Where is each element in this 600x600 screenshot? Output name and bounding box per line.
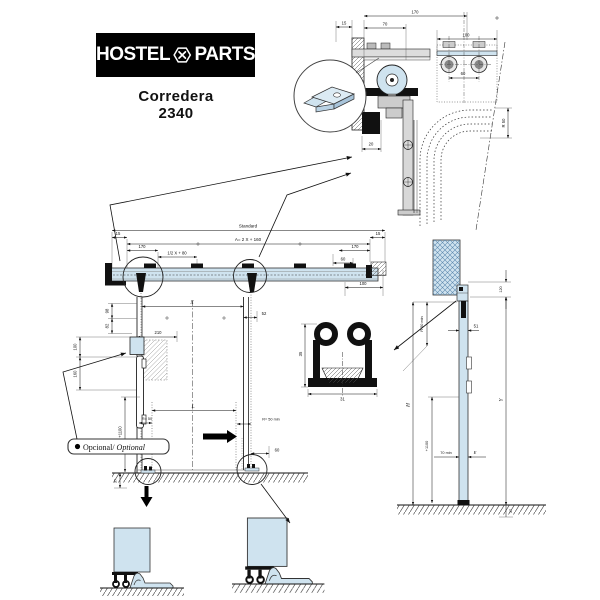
dim-100-lock: 100: [73, 343, 78, 351]
dim-60-elev: 60: [275, 448, 280, 453]
door-elevation: X 52 98 82 210: [67, 292, 308, 507]
dim-r50min-elev: R= 50 min: [262, 418, 279, 422]
dim-31-profile: 31: [340, 397, 345, 402]
dim-37-elev: 37: [114, 479, 118, 483]
buffer-block: [362, 112, 380, 134]
optional-text-es: Opcional/: [83, 443, 115, 452]
dim-15-right: 15: [376, 231, 381, 236]
detail-circle-right: [233, 259, 267, 293]
svg-text:Opcional/ Optional: Opcional/ Optional: [83, 443, 146, 452]
floor-guide-circle-right: [236, 454, 268, 485]
top-section-detail: 15 70 170 100 60 20 R 50: [335, 10, 512, 231]
product-title: Corredera 2340: [96, 88, 256, 122]
dim-y: Y: [499, 398, 505, 402]
dim-h: H: [406, 402, 412, 408]
dim-x: X: [189, 300, 194, 306]
bullet-icon: [74, 443, 81, 450]
clip-callout: [293, 57, 380, 133]
down-arrow: [140, 486, 153, 507]
leader-lines: [62, 156, 457, 524]
hanger-right: [247, 273, 257, 292]
track-profile-detail: 35 31: [298, 322, 378, 402]
handle-bar: [136, 355, 144, 429]
dim-e: E: [473, 450, 477, 455]
floor-guide-detail-right: [231, 517, 326, 594]
dim-standard: Standard: [239, 224, 258, 229]
dim-20: 20: [369, 142, 374, 147]
dim-60-top: 60: [461, 71, 466, 76]
dim-half-x: 1/2 X + 80: [167, 251, 187, 256]
dim-r50min-section: R 50 min: [420, 316, 424, 331]
floor-guide-detail-left: [99, 527, 185, 597]
dim-1100-elev: +1100: [118, 426, 123, 438]
dim-70min: 70 min: [440, 451, 451, 455]
dim-52: 52: [262, 311, 267, 316]
dim-60-plan: 60: [341, 257, 346, 262]
dim-r50-elev: R= 50: [142, 417, 152, 421]
brand-name-right: PARTS: [194, 44, 256, 65]
dim-formula-a: A= 2 X + 160: [235, 237, 262, 242]
dim-51: 51: [474, 324, 479, 329]
mounting-clip-3d: [303, 86, 355, 113]
wall-overlap-zone: [142, 339, 168, 381]
dim-70: 70: [383, 22, 388, 27]
hanger-left: [136, 273, 146, 292]
dim-120: 120: [499, 286, 503, 292]
side-section: 120 R 50 min 51 H Y +1100 70 min E: [397, 239, 546, 518]
end-stop-right: [366, 265, 372, 278]
brand-name-left: HOSTEL: [96, 44, 171, 65]
dim-170-left: 170: [139, 244, 147, 249]
brand-hexagon-icon: [173, 47, 192, 63]
dim-210: 210: [155, 330, 163, 335]
plan-view: Standard A= 2 X + 160 15 15 170 170 1/2 …: [105, 224, 387, 298]
door-panel-section: [458, 300, 469, 506]
wall-hatch: [433, 240, 460, 295]
slide-direction-arrow: [203, 430, 237, 443]
dim-r50: R 50: [501, 118, 506, 128]
dim-160: 160: [73, 370, 78, 378]
optional-text-en: Optional: [117, 443, 146, 452]
dim-98: 98: [105, 308, 110, 313]
product-model: 2340: [158, 105, 194, 122]
floor-guide-circle-left: [134, 458, 162, 485]
dim-37-section: 37: [509, 509, 513, 513]
dim-15-left: 15: [116, 231, 121, 236]
detail-circle-left: [122, 256, 164, 298]
dim-100-top: 100: [463, 33, 471, 38]
dim-l: L: [190, 404, 194, 410]
dim-170-top: 170: [412, 10, 420, 15]
optional-lock-label: Opcional/ Optional: [67, 438, 170, 455]
end-stop-left: [105, 263, 126, 286]
dim-35-profile: 35: [298, 351, 303, 356]
dim-1100-section: +1100: [425, 441, 429, 451]
dim-170-right: 170: [352, 244, 360, 249]
dim-82: 82: [105, 323, 110, 328]
optional-lock-body: [129, 336, 145, 355]
dim-100-plan: 100: [360, 281, 368, 286]
dim-15-top: 15: [342, 21, 347, 26]
product-name: Corredera: [138, 88, 214, 105]
track-clips: [144, 263, 356, 268]
hostel-parts-logo: HOSTEL PARTS: [96, 33, 256, 77]
